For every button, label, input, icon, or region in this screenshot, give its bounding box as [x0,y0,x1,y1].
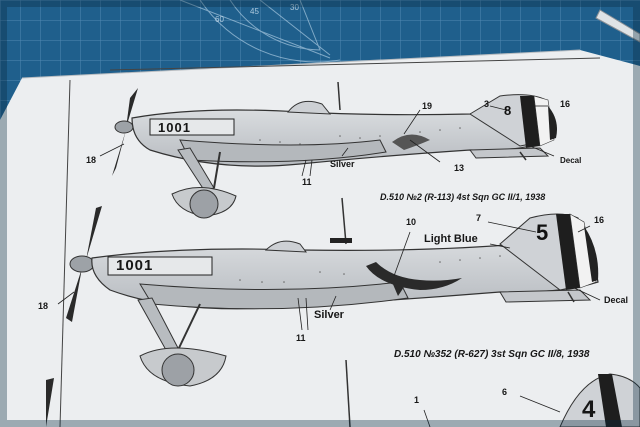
callout-partial-a: 1 [414,395,420,405]
shark-emblem-icon [366,262,462,290]
aircraft-bottom [57,197,601,387]
label-decal-top: Decal [560,156,582,165]
svg-text:45: 45 [250,7,259,16]
callout-emblem-top: 13 [454,163,465,173]
callout-prop-top: 18 [86,155,97,165]
unit-mark-bottom: 1001 [116,257,154,274]
svg-text:30: 30 [290,3,299,12]
code-number-bottom: 5 [536,220,549,245]
knife-icon [595,9,640,43]
svg-text:60: 60 [215,15,224,24]
callout-rudder-bottom: 16 [594,215,605,225]
callout-fin-number-top: 3 [484,99,490,109]
callout-emblem-bottom: 10 [406,217,417,227]
code-number-partial: 4 [582,396,596,423]
callout-wing-top: 19 [422,101,433,111]
caption-top: D.510 №2 (R-113) 4st Sqn GC II/1, 1938 [380,192,546,202]
aircraft-partial [46,359,640,427]
caption-bottom: D.510 №352 (R-627) 3st Sqn GC II/8, 1938 [394,349,590,360]
label-light-blue: Light Blue [424,233,478,245]
label-silver-bottom: Silver [314,309,344,321]
callout-gear-top: 11 [302,177,312,187]
callout-gear-bottom: 11 [296,333,306,343]
callout-partial-b: 6 [502,387,508,397]
callout-fin-number-bottom: 7 [476,213,482,223]
label-decal-bottom: Decal [604,295,629,305]
code-number-top: 8 [504,103,512,118]
unit-mark-top: 1001 [158,120,191,135]
label-silver-top: Silver [330,159,355,169]
aircraft-top [99,81,557,219]
callout-rudder-top: 16 [560,99,571,109]
callout-prop-bottom: 18 [38,301,49,311]
